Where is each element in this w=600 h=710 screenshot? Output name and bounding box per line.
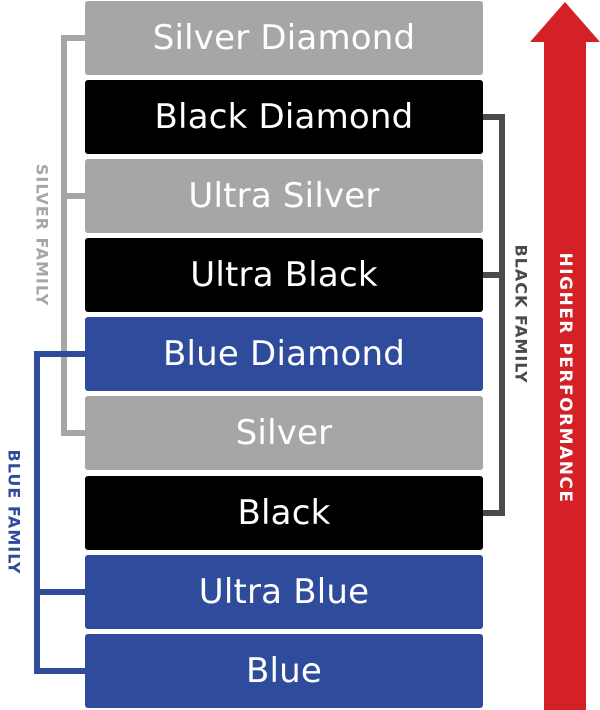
tier-ultra-black: Ultra Black	[85, 238, 483, 312]
black-family-label: BLACK FAMILY	[511, 244, 531, 384]
higher-performance-arrow	[530, 2, 600, 710]
silver-family-bracket	[61, 35, 85, 436]
tier-black: Black	[85, 476, 483, 550]
silver-family-label: SILVER FAMILY	[32, 163, 52, 307]
tier-black-diamond: Black Diamond	[85, 80, 483, 154]
tier-blue-diamond: Blue Diamond	[85, 317, 483, 391]
tier-ultra-blue: Ultra Blue	[85, 555, 483, 629]
black-family-bracket	[483, 114, 505, 516]
tier-blue: Blue	[85, 634, 483, 708]
tier-silver-diamond: Silver Diamond	[85, 1, 483, 75]
blue-family-label: BLUE FAMILY	[4, 449, 24, 575]
blue-family-bracket	[34, 351, 85, 674]
tier-ultra-silver: Ultra Silver	[85, 159, 483, 233]
tier-silver: Silver	[85, 396, 483, 470]
higher-performance-label: HIGHER PERFORMANCE	[555, 252, 575, 504]
